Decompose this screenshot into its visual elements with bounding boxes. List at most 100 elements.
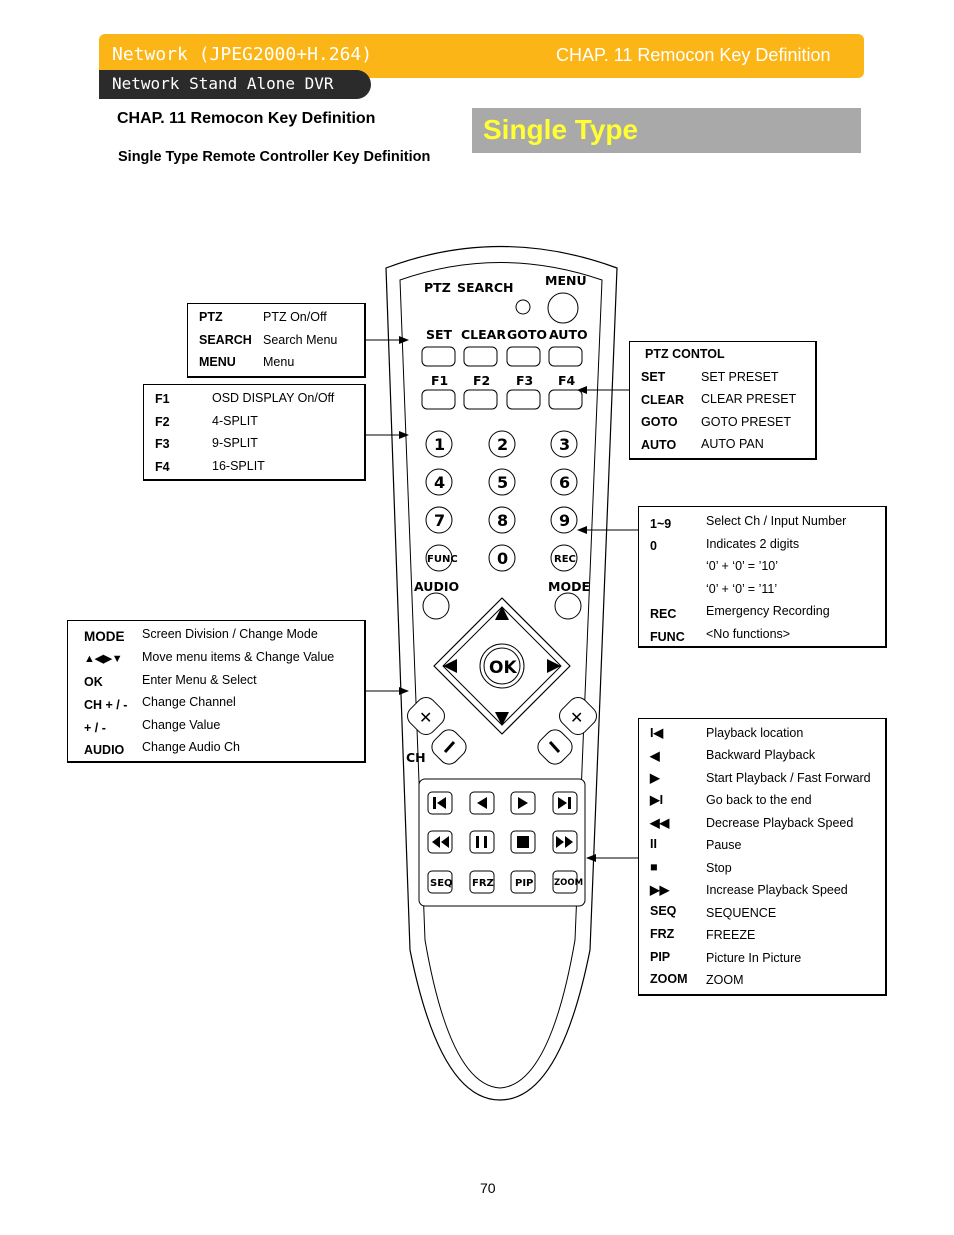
mode-desc: Screen Division / Change Mode [142, 627, 318, 641]
subheader-title: Network Stand Alone DVR [112, 74, 334, 93]
audio-label: AUDIO [414, 579, 459, 594]
f3-button [506, 389, 541, 410]
play-icon [518, 797, 528, 809]
skip-end-desc: Go back to the end [706, 793, 812, 807]
digit-4: 4 [434, 473, 445, 492]
audio-key: AUDIO [84, 743, 125, 757]
minus-right-button [559, 697, 597, 735]
rewind-desc: Decrease Playback Speed [706, 816, 854, 830]
digit-7: 7 [434, 511, 445, 530]
audio-button [422, 592, 450, 620]
ok-desc: Enter Menu & Select [142, 673, 257, 687]
clear-desc: CLEAR PRESET [701, 392, 797, 406]
ptz-info-box: PTZ PTZ On/Off SEARCH Search Menu MENU M… [187, 303, 366, 378]
menu-button [547, 292, 579, 324]
set-key: SET [641, 370, 666, 384]
rec-key: REC [650, 607, 677, 621]
up-arrow-icon [495, 606, 509, 620]
left-arrow-icon [443, 659, 457, 673]
skip-back-desc: Playback location [706, 726, 804, 740]
ch-label: CH [406, 750, 426, 765]
skip-back-key: I◀ [650, 726, 664, 740]
ch-key: CH + / - [84, 698, 128, 712]
chapter-title: CHAP. 11 Remocon Key Definition [117, 110, 376, 127]
digits-desc: Select Ch / Input Number [706, 514, 847, 528]
clear-label: CLEAR [461, 327, 506, 342]
goto-button [506, 346, 541, 367]
fast-forward-key: ▶▶ [650, 883, 670, 897]
mode-button [554, 592, 582, 620]
search-label: SEARCH [457, 280, 513, 295]
auto-desc: AUTO PAN [701, 437, 764, 451]
play-key: ▶ [650, 771, 660, 785]
skip-end-key: ▶I [650, 793, 664, 807]
mode-info-box: MODE Screen Division / Change Mode ▲◀▶▼ … [67, 620, 366, 763]
rewind-key: ◀◀ [650, 816, 670, 830]
ptz-key: PTZ [199, 310, 223, 324]
zero-key: 0 [650, 539, 657, 553]
audio-desc: Change Audio Ch [142, 740, 240, 754]
backslash-right-icon [548, 740, 561, 754]
f3-key: F3 [155, 437, 170, 451]
skip-back-icon [437, 797, 446, 809]
auto-key: AUTO [641, 438, 677, 452]
f1-desc: OSD DISPLAY On/Off [212, 391, 335, 405]
minus-left-button [407, 697, 445, 735]
zoom-key: ZOOM [650, 972, 688, 986]
x-left-icon: ✕ [419, 708, 432, 727]
clear-key: CLEAR [641, 393, 685, 407]
right-arrow-icon [547, 659, 561, 673]
func-desc: <No functions> [706, 627, 791, 641]
rewind-icon [432, 836, 449, 848]
backward-key: ◀ [650, 749, 660, 763]
seq-key: SEQ [650, 904, 677, 918]
f4-label: F4 [558, 373, 576, 388]
goto-desc: GOTO PRESET [701, 415, 792, 429]
plusminus-desc: Change Value [142, 718, 221, 732]
section-subtitle: Single Type Remote Controller Key Defini… [118, 149, 431, 165]
zoom-label: ZOOM [554, 878, 583, 888]
x-right-icon: ✕ [570, 708, 583, 727]
ch-desc: Change Channel [142, 695, 236, 709]
menu-desc: Menu [263, 355, 295, 369]
f3-label: F3 [516, 373, 533, 388]
plusminus-key: + / - [84, 721, 106, 735]
header-chapter: CHAP. 11 Remocon Key Definition [556, 45, 831, 65]
ptz-search-button [515, 299, 531, 315]
pause-icon [476, 836, 479, 848]
frz-key: FRZ [650, 927, 675, 941]
seq-desc: SEQUENCE [706, 906, 777, 920]
goto-key: GOTO [641, 415, 678, 429]
digit-9: 9 [559, 511, 570, 530]
frz-label: FRZ [472, 878, 494, 889]
fast-forward-desc: Increase Playback Speed [706, 883, 848, 897]
fast-forward-icon [556, 836, 573, 848]
playback-keys-box: I◀ Playback location ◀ Backward Playback… [638, 718, 887, 996]
zero-example-1: ‘0’ + ‘0’ = ’10’ [706, 559, 779, 573]
stop-icon [517, 836, 529, 848]
digits-key: 1~9 [650, 517, 672, 531]
mode-key: MODE [84, 629, 125, 644]
arrows-desc: Move menu items & Change Value [142, 650, 335, 664]
digit-1: 1 [434, 435, 445, 454]
auto-label: AUTO [549, 327, 588, 342]
f4-key: F4 [155, 460, 170, 474]
skip-end-bar-icon [568, 797, 571, 809]
seq-label: SEQ [430, 878, 453, 889]
auto-button [548, 346, 583, 367]
stop-desc: Stop [706, 861, 732, 875]
f1-button [421, 389, 456, 410]
menu-label: MENU [545, 273, 587, 288]
search-key: SEARCH [199, 333, 252, 347]
ptz-label: PTZ [424, 280, 451, 295]
backward-desc: Backward Playback [706, 748, 816, 762]
arrows-key: ▲◀▶▼ [84, 653, 123, 665]
number-keys-box: 1~9 Select Ch / Input Number 0 Indicates… [638, 506, 887, 648]
digit-0: 0 [497, 549, 508, 568]
header-title: Network (JPEG2000+H.264) [112, 44, 373, 65]
search-desc: Search Menu [263, 333, 338, 347]
banner-text: Single Type [483, 114, 639, 145]
zero-example-2: ‘0’ + ‘0’ = ’11’ [706, 582, 778, 596]
ptz-control-title: PTZ CONTOL [645, 347, 725, 361]
rec-desc: Emergency Recording [706, 604, 830, 618]
